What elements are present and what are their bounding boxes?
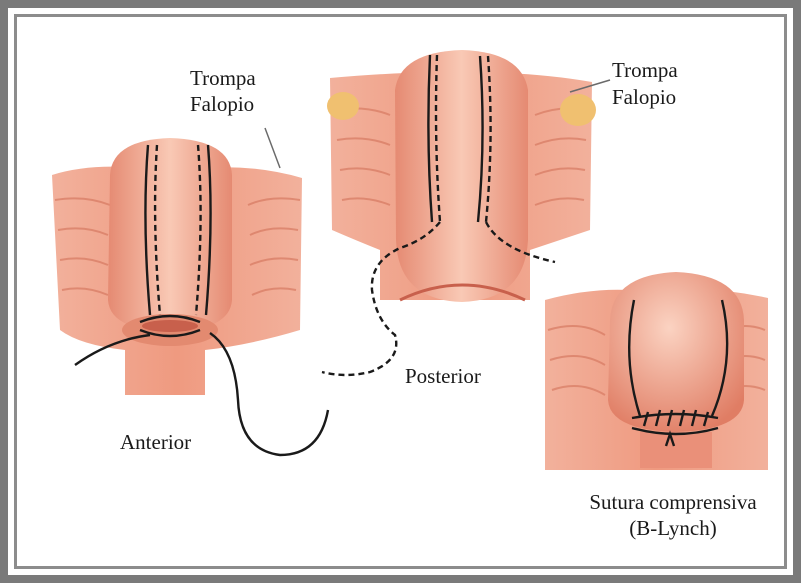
label-posterior: Posterior [405,364,481,388]
label-tube-right-2: Falopio [612,85,676,109]
label-anterior: Anterior [120,430,191,454]
label-tube-right-1: Trompa [612,58,678,82]
uterine-body-left [108,138,232,332]
label-result-1: Sutura comprensiva [568,490,778,514]
tube-yellow-right [560,94,596,126]
label-result-2: (B-Lynch) [568,516,778,540]
tube-yellow-left [327,92,359,120]
uterus-anterior [52,138,328,455]
cervical-opening [142,320,198,332]
uterine-body-middle [395,50,528,302]
label-tube-left-2: Falopio [190,92,254,116]
cervix-right [640,432,712,468]
leader-left [265,128,280,168]
uterus-result [545,272,768,470]
label-tube-left-1: Trompa [190,66,256,90]
